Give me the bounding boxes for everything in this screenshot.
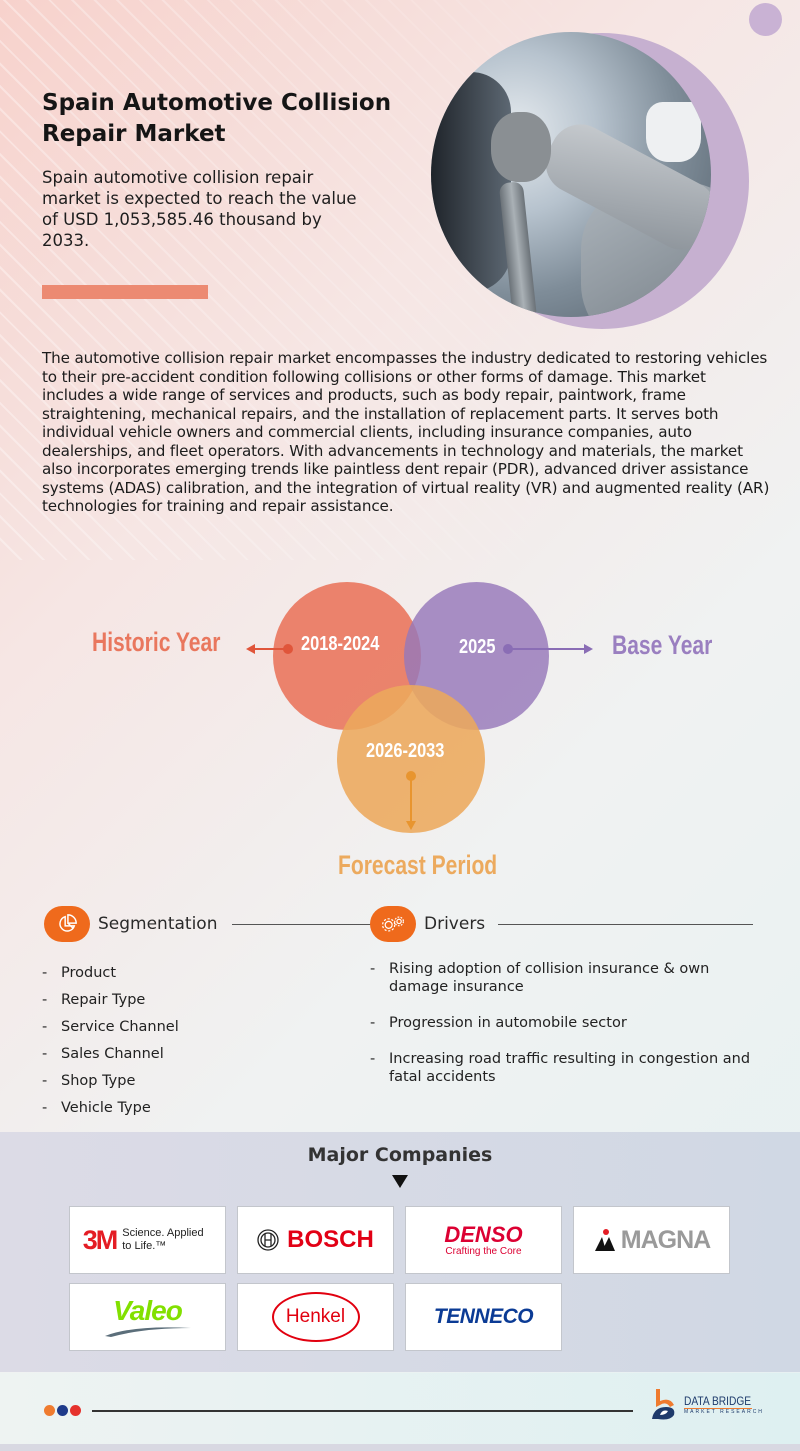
segmentation-header: Segmentation	[44, 906, 217, 942]
historic-label: Historic Year	[92, 627, 221, 657]
drivers-header: Drivers	[370, 906, 485, 942]
drivers-list: -Rising adoption of collision insurance …	[370, 960, 770, 1104]
footer-rule	[92, 1410, 633, 1412]
forecast-value: 2026-2033	[366, 740, 445, 762]
logo-denso: DENSO Crafting the Core	[405, 1206, 562, 1274]
arrow-left-icon	[246, 644, 255, 654]
list-item: -Shop Type	[42, 1073, 136, 1089]
footer: DATA BRIDGE MARKET RESEARCH	[0, 1373, 800, 1444]
list-item: -Repair Type	[42, 992, 146, 1008]
base-label: Base Year	[612, 630, 713, 660]
arrow-down-icon	[406, 821, 416, 830]
arrow-right-icon	[584, 644, 593, 654]
forecast-label: Forecast Period	[338, 850, 498, 880]
logo-henkel: Henkel	[237, 1283, 394, 1351]
list-item: -Rising adoption of collision insurance …	[370, 961, 710, 995]
forecast-dot	[406, 771, 416, 781]
list-item: -Vehicle Type	[42, 1100, 151, 1116]
base-connector	[510, 648, 586, 650]
list-item: -Product	[42, 965, 117, 981]
logo-tenneco: TENNECO	[405, 1283, 562, 1351]
market-description: The automotive collision repair market e…	[42, 349, 770, 515]
brand-logo: DATA BRIDGE MARKET RESEARCH	[650, 1387, 764, 1421]
list-item: -Service Channel	[42, 1019, 179, 1035]
pie-chart-icon	[44, 906, 90, 942]
list-item: -Increasing road traffic resulting in co…	[370, 1051, 751, 1085]
segmentation-title: Segmentation	[98, 914, 218, 934]
base-value: 2025	[459, 636, 496, 658]
logo-bosch: BOSCH	[237, 1206, 394, 1274]
footer-dot-orange	[44, 1405, 55, 1416]
segmentation-rule	[232, 924, 372, 925]
historic-connector	[254, 648, 286, 650]
list-item: -Progression in automobile sector	[370, 1015, 627, 1031]
drivers-title: Drivers	[424, 914, 486, 934]
historic-dot	[283, 644, 293, 654]
footer-dot-navy	[57, 1405, 68, 1416]
hero-photo	[431, 32, 711, 317]
major-companies-section: Major Companies 3M Science. Applied to L…	[0, 1132, 800, 1372]
decorative-dot	[749, 3, 782, 36]
timeline-venn: 2018-2024 2025 2026-2033 Historic Year B…	[0, 575, 800, 895]
base-dot	[503, 644, 513, 654]
list-item: -Sales Channel	[42, 1046, 164, 1062]
historic-value: 2018-2024	[301, 633, 380, 655]
forecast-connector	[410, 778, 412, 823]
accent-bar	[42, 285, 208, 299]
bottom-strip	[0, 1444, 800, 1451]
valeo-swoosh-icon	[104, 1327, 191, 1337]
data-bridge-logo-icon	[652, 1389, 675, 1420]
logo-valeo: Valeo	[69, 1283, 226, 1351]
logo-magna: MAGNA	[573, 1206, 730, 1274]
segmentation-list: -Product -Repair Type -Service Channel -…	[42, 960, 179, 1122]
page-title: Spain Automotive Collision Repair Market	[42, 90, 392, 147]
triangle-down-icon	[392, 1175, 408, 1188]
companies-title: Major Companies	[307, 1144, 493, 1166]
gears-icon	[370, 906, 416, 942]
footer-dot-red	[70, 1405, 81, 1416]
drivers-rule	[498, 924, 753, 925]
hero-subtitle: Spain automotive collision repair market…	[42, 168, 357, 250]
logo-3m: 3M Science. Applied to Life.™	[69, 1206, 226, 1274]
bosch-armature-icon	[257, 1229, 279, 1251]
magna-mark-icon	[594, 1229, 615, 1251]
